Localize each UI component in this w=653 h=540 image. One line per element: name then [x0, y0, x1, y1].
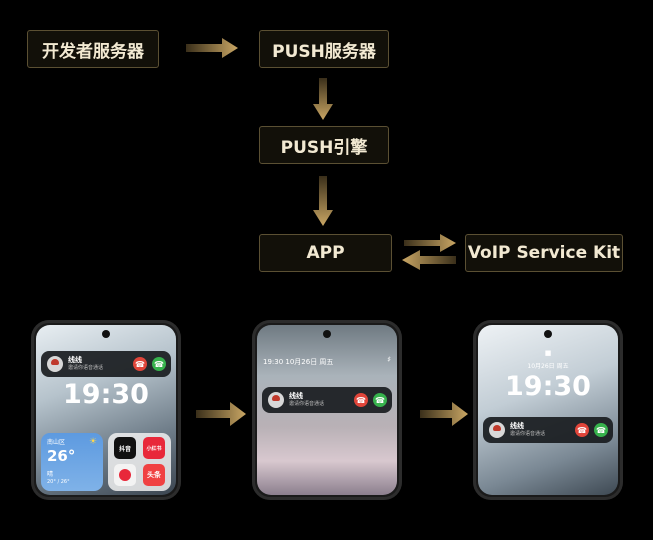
call-subtitle: 邀请你语音通话 [289, 401, 325, 407]
toutiao-app-label: 头条 [147, 471, 161, 479]
arrow-phone2-to-phone3 [420, 402, 468, 426]
push-engine-box: PUSH引擎 [259, 126, 389, 164]
caller-name: 线线 [68, 356, 82, 364]
lockscreen-clock: 19:30 [63, 379, 149, 410]
lockscreen-date: 10月26日 周五 [527, 363, 569, 370]
accept-call-button[interactable]: ☎ [594, 423, 608, 437]
arrow-push-to-engine [313, 78, 333, 120]
xiaohongshu-app-label: 小红书 [146, 445, 162, 452]
weather-temperature: 26° [47, 447, 76, 465]
decline-call-button[interactable]: ☎ [575, 423, 589, 437]
avatar [268, 392, 284, 408]
avatar [47, 356, 63, 372]
bell-icon[interactable]: ♯ [387, 355, 391, 364]
caller-name: 线线 [289, 392, 303, 400]
push-server-label: PUSH服务器 [272, 41, 376, 62]
douyin-app-label: 抖音 [118, 445, 131, 453]
arrow-engine-to-app [313, 176, 333, 226]
call-notification-card[interactable]: 线线 邀请你语音通话 ☎ ☎ [483, 417, 613, 443]
douyin-app-icon[interactable]: 抖音 [114, 437, 136, 459]
push-engine-label: PUSH引擎 [280, 137, 368, 158]
phone-hangup-icon: ☎ [577, 425, 587, 435]
mascot-icon [119, 469, 131, 481]
app-label: APP [306, 243, 345, 263]
phone3-screen: ■ 10月26日 周五 19:30 线线 邀请你语音通话 ☎ ☎ [478, 325, 618, 495]
decline-call-button[interactable]: ☎ [133, 357, 147, 371]
weather-description: 晴 [47, 471, 54, 478]
arrow-phone1-to-phone2 [196, 402, 246, 426]
app-shortcuts-widget: 抖音 小红书 头条 [108, 433, 171, 491]
app-box: APP [259, 234, 392, 272]
arrow-voip-to-app [402, 250, 456, 270]
voip-kit-box: VoIP Service Kit [465, 234, 623, 272]
weather-range: 20° / 26° [47, 479, 70, 485]
shade-datetime: 19:30 10月26日 周五 [263, 358, 334, 366]
voip-kit-label: VoIP Service Kit [467, 243, 621, 263]
weather-location: 南山区 [47, 439, 66, 446]
phone-icon: ☎ [154, 359, 164, 369]
call-subtitle: 邀请你语音通话 [68, 365, 104, 371]
mascot-app-icon[interactable] [114, 464, 136, 486]
camera-cutout [544, 330, 552, 338]
phone-icon: ☎ [596, 425, 606, 435]
phone-lockscreen: ■ 10月26日 周五 19:30 线线 邀请你语音通话 ☎ ☎ [473, 320, 623, 500]
developer-server-label: 开发者服务器 [42, 41, 144, 62]
camera-cutout [102, 330, 110, 338]
phone-hangup-icon: ☎ [135, 359, 145, 369]
arrow-dev-to-push [186, 38, 238, 58]
accept-call-button[interactable]: ☎ [373, 393, 387, 407]
call-notification-card[interactable]: 线线 邀请你语音通话 ☎ ☎ [41, 351, 171, 377]
lockscreen-clock: 19:30 [505, 371, 591, 402]
camera-cutout [323, 330, 331, 338]
xiaohongshu-app-icon[interactable]: 小红书 [143, 437, 165, 459]
avatar [489, 422, 505, 438]
accept-call-button[interactable]: ☎ [152, 357, 166, 371]
toutiao-app-icon[interactable]: 头条 [143, 464, 165, 486]
phone1-screen: 线线 邀请你语音通话 ☎ ☎ 19:30 南山区 ☀ 26° 晴 20° / 2… [36, 325, 176, 495]
phone-icon: ☎ [375, 395, 385, 405]
developer-server-box: 开发者服务器 [27, 30, 159, 68]
lock-icon: ■ [544, 349, 552, 357]
phone-lockscreen-widgets: 线线 邀请你语音通话 ☎ ☎ 19:30 南山区 ☀ 26° 晴 20° / 2… [31, 320, 181, 500]
phone-hangup-icon: ☎ [356, 395, 366, 405]
phone-notification-shade: 19:30 10月26日 周五 ♯ 线线 邀请你语音通话 ☎ ☎ [252, 320, 402, 500]
arrow-app-to-voip [404, 234, 456, 252]
caller-name: 线线 [510, 422, 524, 430]
push-server-box: PUSH服务器 [259, 30, 389, 68]
call-notification-card[interactable]: 线线 邀请你语音通话 ☎ ☎ [262, 387, 392, 413]
sun-icon: ☀ [88, 437, 97, 447]
decline-call-button[interactable]: ☎ [354, 393, 368, 407]
call-subtitle: 邀请你语音通话 [510, 431, 546, 437]
phone2-screen: 19:30 10月26日 周五 ♯ 线线 邀请你语音通话 ☎ ☎ [257, 325, 397, 495]
weather-widget[interactable]: 南山区 ☀ 26° 晴 20° / 26° [41, 433, 103, 491]
